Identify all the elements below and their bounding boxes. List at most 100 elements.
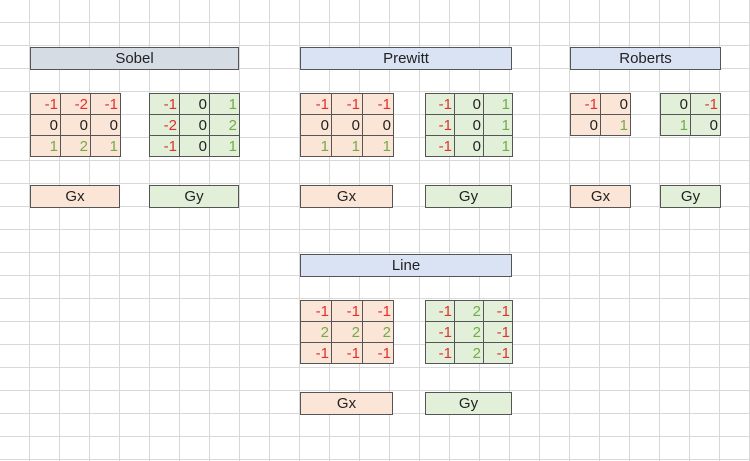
matrix-cell: -1 <box>362 93 394 115</box>
line-gx-label: Gx <box>300 392 393 415</box>
prewitt-gx-label: Gx <box>300 185 393 208</box>
matrix-cell: 1 <box>30 135 61 157</box>
matrix-cell: -1 <box>149 135 180 157</box>
matrix-cell: 0 <box>454 135 484 157</box>
roberts-gx-label: Gx <box>570 185 631 208</box>
matrix-cell: -2 <box>60 93 91 115</box>
matrix-cell: 1 <box>300 135 332 157</box>
matrix-cell: -1 <box>30 93 61 115</box>
matrix-cell: 2 <box>454 300 484 322</box>
matrix-cell: 2 <box>454 321 484 343</box>
line-title: Line <box>300 254 512 277</box>
roberts-title: Roberts <box>570 47 721 70</box>
matrix-cell: 0 <box>331 114 363 136</box>
prewitt-gy-label: Gy <box>425 185 512 208</box>
matrix-cell: 2 <box>209 114 240 136</box>
matrix-cell: -1 <box>362 300 394 322</box>
matrix-cell: -1 <box>690 93 721 115</box>
matrix-row: -1-1-1 <box>300 93 394 115</box>
matrix-cell: 1 <box>600 114 631 136</box>
matrix-cell: -1 <box>483 321 513 343</box>
matrix-cell: 0 <box>60 114 91 136</box>
matrix-cell: -1 <box>425 300 455 322</box>
matrix-cell: -1 <box>90 93 121 115</box>
matrix-cell: -1 <box>425 114 455 136</box>
matrix-cell: 1 <box>90 135 121 157</box>
matrix-cell: 0 <box>690 114 721 136</box>
matrix-cell: -1 <box>149 93 180 115</box>
matrix-row: 0-1 <box>660 93 721 115</box>
matrix-cell: 0 <box>90 114 121 136</box>
matrix-cell: 1 <box>362 135 394 157</box>
matrix-cell: -1 <box>331 93 363 115</box>
matrix-cell: 0 <box>362 114 394 136</box>
matrix-cell: 1 <box>483 114 513 136</box>
matrix-cell: 0 <box>30 114 61 136</box>
sobel-gy-label: Gy <box>149 185 239 208</box>
matrix-cell: 0 <box>179 135 210 157</box>
sobel-title: Sobel <box>30 47 239 70</box>
matrix-cell: -1 <box>300 93 332 115</box>
matrix-cell: -1 <box>483 342 513 364</box>
matrix-cell: -1 <box>300 342 332 364</box>
matrix-row: -1-1-1 <box>300 300 394 322</box>
matrix-cell: 1 <box>209 93 240 115</box>
matrix-cell: 2 <box>454 342 484 364</box>
matrix-cell: 2 <box>362 321 394 343</box>
matrix-cell: 0 <box>660 93 691 115</box>
matrix-cell: -1 <box>425 135 455 157</box>
matrix-cell: 1 <box>331 135 363 157</box>
matrix-cell: -1 <box>300 300 332 322</box>
matrix-cell: 0 <box>179 114 210 136</box>
matrix-cell: -1 <box>362 342 394 364</box>
matrix-cell: 1 <box>483 135 513 157</box>
matrix-cell: 2 <box>331 321 363 343</box>
matrix-cell: -1 <box>331 300 363 322</box>
matrix-cell: -1 <box>425 93 455 115</box>
prewitt-title: Prewitt <box>300 47 512 70</box>
line-gy-label: Gy <box>425 392 512 415</box>
matrix-cell: -1 <box>331 342 363 364</box>
matrix-cell: 2 <box>60 135 91 157</box>
matrix-cell: -1 <box>483 300 513 322</box>
matrix-cell: 0 <box>454 93 484 115</box>
matrix-cell: 2 <box>300 321 332 343</box>
matrix-cell: 0 <box>600 93 631 115</box>
matrix-cell: -1 <box>425 321 455 343</box>
matrix-cell: 1 <box>483 93 513 115</box>
matrix-cell: 1 <box>660 114 691 136</box>
matrix-row: -1-1-1 <box>300 342 394 364</box>
matrix-cell: -2 <box>149 114 180 136</box>
roberts-gy-label: Gy <box>660 185 721 208</box>
sobel-gx-label: Gx <box>30 185 120 208</box>
matrix-cell: -1 <box>425 342 455 364</box>
matrix-cell: 0 <box>179 93 210 115</box>
matrix-row: -1-2-1 <box>30 93 121 115</box>
matrix-cell: 0 <box>570 114 601 136</box>
